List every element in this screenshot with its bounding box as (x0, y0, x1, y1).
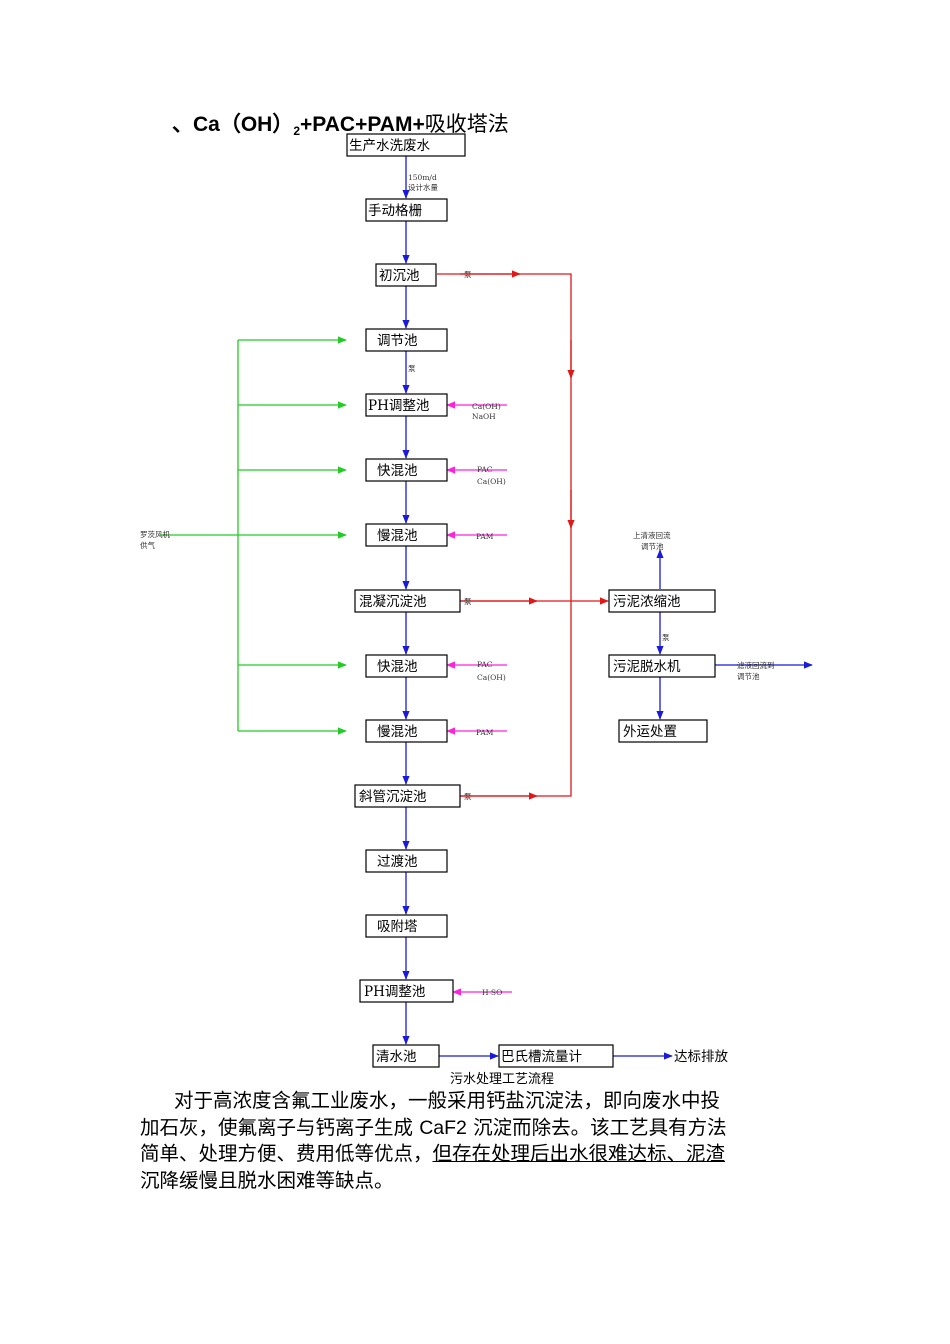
box-clear (372, 1044, 440, 1068)
pump-label: 泵 (408, 364, 416, 373)
box-ph2 (359, 979, 454, 1003)
label-outside: 外运处置 (623, 724, 677, 740)
label-slowmix1: 慢混池 (377, 527, 418, 544)
label-tube: 斜管沉淀池 (359, 789, 427, 805)
paragraph-underlined-text: 但存在处理后出水很难达标、泥渣 (432, 1142, 726, 1165)
paragraph-text: 沉淀而除去。该工艺具有方法 (466, 1115, 727, 1139)
box-outside (618, 719, 708, 743)
paragraph-text: 简单、处理方便、费用低等优点， (140, 1142, 433, 1165)
diagram-caption: 污水处理工艺流程 (450, 1072, 555, 1087)
label-ph2: PH调整池 (364, 984, 425, 1000)
chemical-dosing-lines (446, 401, 512, 996)
sludge-lines (437, 270, 609, 800)
heading-prefix: 、Ca（OH） (172, 113, 294, 136)
label-dewater: 污泥脱水机 (613, 659, 681, 675)
box-labels: 生产水洗废水 手动格栅 初沉池 调节池 PH调整池 快混池 慢混池 混凝沉淀池 … (349, 138, 681, 1065)
paragraph-line: 加石灰，使氟离子与钙离子生成 CaF2 沉淀而除去。该工艺具有方法 (140, 1115, 816, 1142)
paragraph-line: 对于高浓度含氟工业废水，一般采用钙盐沉淀法，即向废水中投 (174, 1089, 721, 1112)
chem-label: PAC (477, 660, 493, 669)
label-coag: 混凝沉淀池 (359, 594, 427, 610)
main-flow-arrows (402, 156, 813, 1060)
annotations: 150m/d 设计水量 泵 泵 泵 泵 泵 Ca(OH) NaOH PAC Ca… (140, 173, 775, 997)
flow-rate-label: 150m/d (408, 173, 437, 182)
sludge-line-tube (460, 601, 572, 797)
box-flume (498, 1044, 614, 1068)
chem-label: PAC (477, 465, 493, 474)
box-equalize (365, 328, 448, 352)
pump-label: 泵 (464, 270, 472, 279)
heading-subscript: 2 (293, 124, 301, 138)
box-coag (354, 589, 461, 613)
label-adsorb: 吸附塔 (377, 919, 418, 935)
chem-label: PAM (476, 532, 494, 541)
label-transition: 过渡池 (377, 854, 418, 870)
label-fastmix2: 快混池 (377, 659, 418, 675)
box-raw-water (346, 133, 466, 157)
design-water-label: 设计水量 (408, 182, 438, 192)
label-fastmix1: 快混池 (377, 463, 418, 479)
paragraph-line: 简单、处理方便、费用低等优点，但存在处理后出水很难达标、泥渣 (140, 1141, 816, 1168)
label-slowmix2: 慢混池 (377, 723, 418, 740)
box-transition (365, 849, 448, 873)
paragraph-text: 加石灰，使氟离子与钙离子生成 (140, 1115, 420, 1139)
filtrate-label: 调节池 (737, 671, 760, 681)
chem-label: NaOH (472, 412, 496, 421)
label-screen: 手动格栅 (368, 203, 422, 219)
box-tube (354, 784, 461, 808)
paragraph-formula: CaF2 (419, 1116, 467, 1139)
label-clear: 清水池 (376, 1049, 417, 1065)
blower-label: 罗茨风机 (140, 529, 170, 539)
supernatant-label: 调节池 (641, 541, 664, 551)
label-raw-water: 生产水洗废水 (349, 138, 430, 154)
heading-formula: +PAC+PAM+ (300, 113, 425, 136)
box-fastmix1 (365, 458, 448, 482)
pump-label: 泵 (464, 597, 472, 606)
chem-label: Ca(OH) (477, 477, 506, 486)
blower-label: 供气 (140, 540, 155, 550)
air-supply-lines (160, 336, 347, 735)
chem-label: PAM (476, 728, 494, 737)
body-paragraph: 对于高浓度含氟工业废水，一般采用钙盐沉淀法，即向废水中投 加石灰，使氟离子与钙离… (140, 1088, 816, 1194)
discharge-label: 达标排放 (674, 1049, 728, 1065)
box-adsorb (365, 914, 448, 938)
box-fastmix2 (365, 654, 448, 678)
label-primary: 初沉池 (379, 267, 420, 284)
chem-label: Ca(OH) (472, 402, 501, 411)
box-primary (375, 263, 437, 287)
box-ph1 (365, 393, 448, 417)
sludge-line-primary (437, 273, 572, 601)
process-boxes (346, 133, 716, 1068)
pump-label: 泵 (464, 792, 472, 801)
chem-label: Ca(OH) (477, 673, 506, 682)
filtrate-label: 滤液回流到 (737, 660, 775, 670)
paragraph-line: 沉降缓慢且脱水困难等缺点。 (140, 1168, 394, 1192)
label-flume: 巴氏槽流量计 (501, 1049, 582, 1065)
heading-tail: 吸收塔法 (424, 112, 509, 136)
label-equalize: 调节池 (377, 333, 418, 349)
pump-label: 泵 (662, 633, 670, 642)
box-screen (365, 198, 448, 222)
label-thicken: 污泥浓缩池 (613, 594, 681, 610)
box-thicken (608, 589, 716, 613)
section-heading: 、Ca（OH）2+PAC+PAM+吸收塔法 (172, 108, 509, 138)
chem-label: H SO (482, 988, 502, 997)
box-slowmix2 (365, 719, 448, 743)
supernatant-label: 上清液回流 (633, 530, 671, 540)
label-ph1: PH调整池 (368, 398, 429, 414)
box-dewater (608, 654, 716, 678)
box-slowmix1 (365, 523, 448, 547)
